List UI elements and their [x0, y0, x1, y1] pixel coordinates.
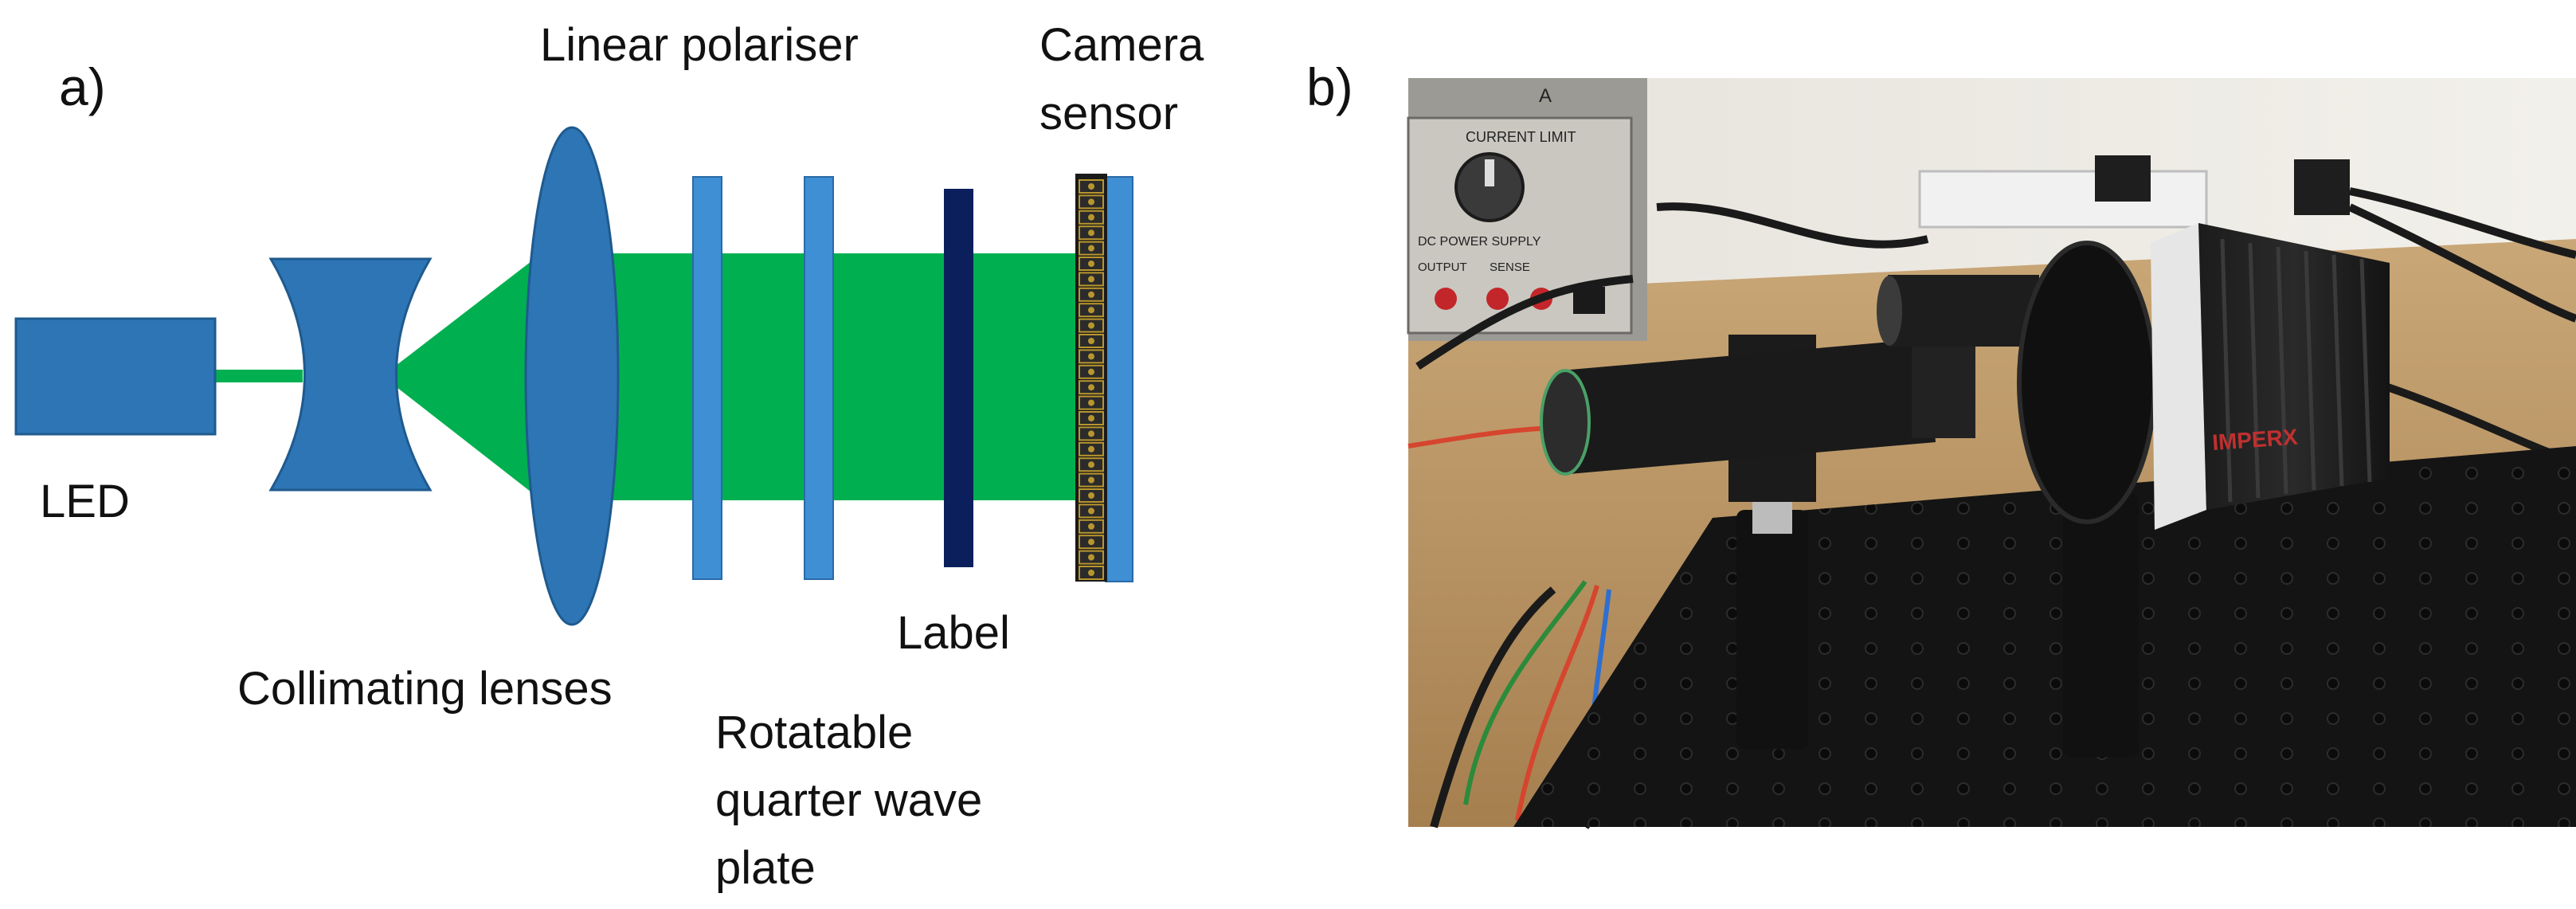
sensor-pixel-dot [1088, 214, 1094, 221]
power-strip [1918, 155, 2350, 229]
psu-output-text: OUTPUT [1418, 261, 1467, 274]
diverging-beam [382, 253, 542, 500]
led-source [14, 317, 217, 436]
camera-brand-text: IMPERX [2211, 425, 2299, 455]
lens-tube [1540, 331, 1975, 502]
sensor-pixel-dot [1088, 291, 1094, 298]
post-left [1736, 510, 1808, 749]
sensor-pixel-dot [1088, 276, 1094, 283]
sensor-pixel-dot [1088, 554, 1094, 561]
sensor-pixel-dot [1088, 368, 1094, 375]
sensor-pixel-dot [1088, 261, 1094, 267]
concave-lens [268, 257, 433, 492]
sensor-pixel-dot [1088, 476, 1094, 484]
psu-corner-text: A [1539, 85, 1552, 107]
qwp-label-line3: plate [715, 842, 816, 894]
panel-b-tag: b) [1306, 57, 1353, 116]
psu-sense-text: SENSE [1490, 261, 1530, 274]
sensor-pixel-dot [1088, 461, 1094, 468]
sensor-pixel-dot [1088, 322, 1094, 329]
panel-a-tag: a) [59, 57, 106, 116]
sensor-pixel-dot [1088, 198, 1094, 206]
sensor-pixel-dot [1088, 384, 1094, 391]
sensor-pixel-dot [1088, 539, 1094, 546]
convex-lens [524, 126, 620, 626]
qwp-label-line2: quarter wave [715, 774, 983, 826]
sensor-pixel-dot [1088, 430, 1094, 437]
psu-title-text: DC POWER SUPPLY [1418, 235, 1541, 249]
sensor-pixel-dot [1088, 445, 1094, 453]
collimating-lenses-label: Collimating lenses [237, 663, 613, 715]
sensor-pixel-dot [1088, 415, 1094, 421]
post-right [2063, 494, 2139, 757]
sensor-pixel-dot [1088, 229, 1094, 237]
sensor-pixel-dot [1088, 492, 1094, 499]
label-label: Label [897, 607, 1010, 659]
led-label: LED [40, 476, 130, 527]
linear-polariser [692, 176, 722, 580]
qwp-label-line1: Rotatable [715, 707, 914, 758]
sensor-pixel-dot [1088, 523, 1094, 530]
sensor-pixel-dot [1088, 245, 1094, 252]
sensor-pixel-dot [1088, 507, 1094, 515]
linear-polariser-label: Linear polariser [540, 19, 859, 71]
sensor-pixel-dot [1088, 399, 1094, 406]
psu-knob-text: CURRENT LIMIT [1466, 129, 1576, 145]
camera-body: IMPERX [2017, 223, 2390, 530]
sensor-pixel-dot [1088, 570, 1094, 576]
led-beam [215, 370, 303, 382]
power-supply: CURRENT LIMIT A DC POWER SUPPLY OUTPUT S… [1407, 78, 1647, 341]
sensor-pixel-dot [1088, 183, 1094, 190]
camera-sensor-label-line1: Camera [1039, 19, 1204, 71]
sensor-pixel-dot [1088, 338, 1094, 344]
sensor-pixel-dot [1088, 307, 1094, 314]
camera-sensor-label-line2: sensor [1039, 88, 1179, 139]
camera-sensor [1075, 174, 1133, 582]
quarter-wave-plate [804, 176, 834, 580]
sensor-pixel-dot [1088, 353, 1094, 360]
label-element [944, 189, 973, 567]
camera-lens [1877, 275, 2039, 347]
